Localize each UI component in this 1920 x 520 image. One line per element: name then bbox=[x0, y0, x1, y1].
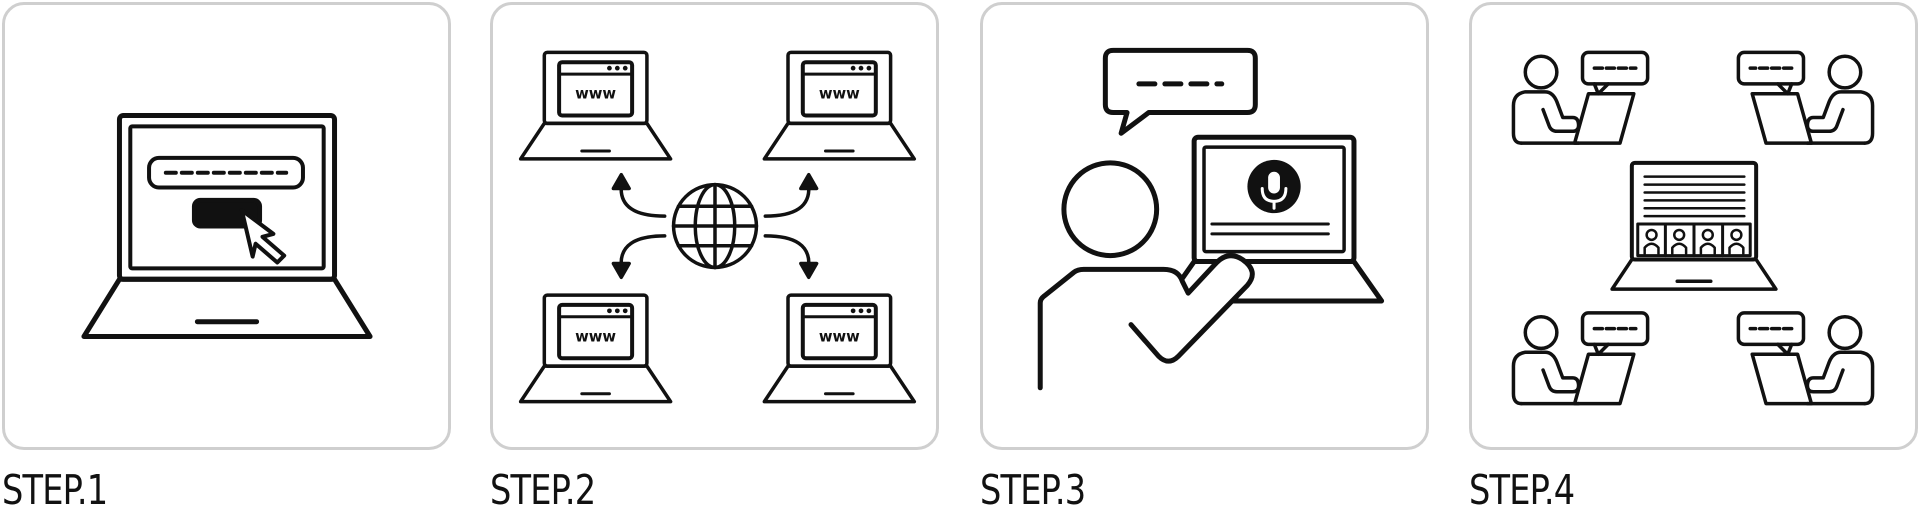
person-voice-laptop-icon bbox=[983, 5, 1426, 447]
global-network-websites-icon: www bbox=[518, 50, 917, 404]
step-1-card bbox=[2, 2, 451, 450]
step-2-label: STEP.2 bbox=[490, 466, 596, 514]
video-conference-meeting-icon bbox=[1511, 50, 1915, 406]
step-4-label: STEP.4 bbox=[1469, 466, 1575, 514]
step-2-card: www bbox=[490, 2, 939, 450]
step-3-card bbox=[980, 2, 1429, 450]
laptop-login-click-icon bbox=[5, 5, 448, 447]
step-3-label: STEP.3 bbox=[980, 466, 1086, 514]
step-1-label: STEP.1 bbox=[2, 466, 108, 514]
step-4-card bbox=[1469, 2, 1918, 450]
